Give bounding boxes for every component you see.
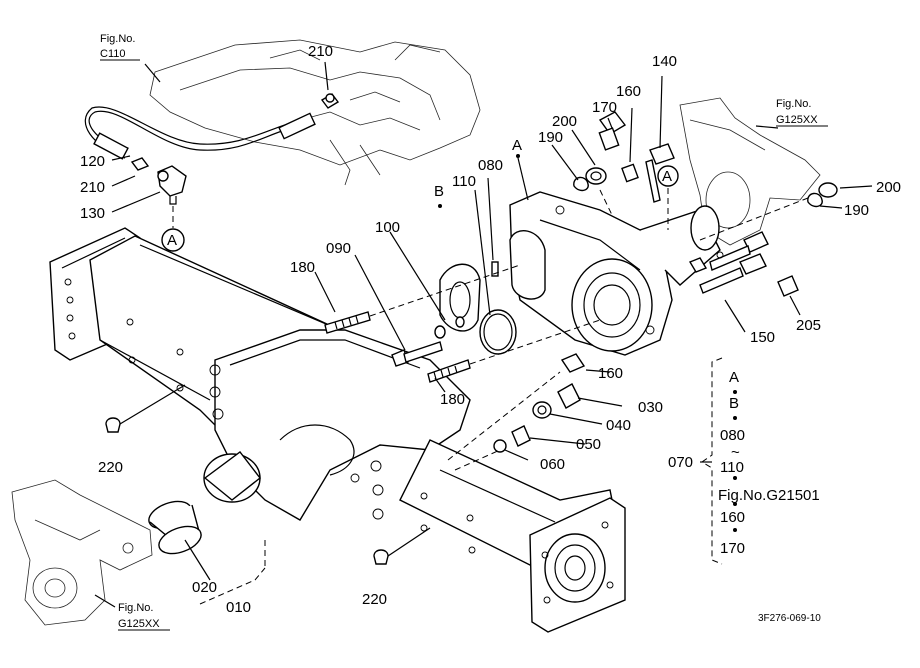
part-label-050: 050 xyxy=(576,436,601,453)
ref-letter-a-plain: A xyxy=(512,137,522,154)
fig-g125-right-line1: Fig.No. xyxy=(776,98,811,110)
transmission-case-outline xyxy=(149,39,481,186)
bushing-020 xyxy=(148,500,202,555)
kit-item-b: B xyxy=(729,395,739,412)
part-label-190-right: 190 xyxy=(844,202,869,219)
figure-ref-g125-right: Fig.No. G125XX xyxy=(776,98,828,127)
part-label-130: 130 xyxy=(80,205,105,222)
part-label-180-upper: 180 xyxy=(290,259,315,276)
breather-170 xyxy=(598,111,627,135)
part-label-010: 010 xyxy=(226,599,251,616)
front-bracket-right xyxy=(679,97,821,246)
part-label-120: 120 xyxy=(80,153,105,170)
right-fasteners xyxy=(688,182,838,297)
part-label-030: 030 xyxy=(638,399,663,416)
seal-components xyxy=(434,261,517,355)
fig-c110-line2: C110 xyxy=(100,48,125,60)
washer-190 xyxy=(573,176,589,192)
part-label-220-bottom: 220 xyxy=(362,591,387,608)
bolt-150a xyxy=(699,267,744,294)
kit-item-160: 160 xyxy=(720,509,745,526)
figure-ref-g125-left: Fig.No. G125XX xyxy=(118,602,170,631)
nut-205 xyxy=(777,275,799,297)
part-label-100: 100 xyxy=(375,219,400,236)
part-label-150: 150 xyxy=(750,329,775,346)
part-label-060: 060 xyxy=(540,456,565,473)
leader-lines xyxy=(94,61,873,608)
part-label-210-top: 210 xyxy=(308,43,333,60)
ref-letter-a-right: A xyxy=(662,168,672,185)
part-label-080: 080 xyxy=(478,157,503,174)
part-number-labels: 210 210 120 130 180 180 090 100 110 080 … xyxy=(80,43,901,616)
part-label-140: 140 xyxy=(652,53,677,70)
differential-cover xyxy=(509,191,721,356)
pin-080 xyxy=(491,261,499,277)
part-label-020: 020 xyxy=(192,579,217,596)
stud-bolt-180a xyxy=(324,311,371,334)
bolt-090 xyxy=(403,341,443,363)
washer-190b xyxy=(807,192,823,208)
collar-160b xyxy=(560,353,586,373)
part-label-200-right: 200 xyxy=(876,179,901,196)
fig-c110-line1: Fig.No. xyxy=(100,33,135,45)
screws-220 xyxy=(105,384,431,565)
oil-seal-100 xyxy=(439,263,481,332)
ref-letter-a-left: A xyxy=(167,232,177,249)
ref-circle-a-left xyxy=(161,228,185,252)
bolts-stud xyxy=(324,264,601,383)
kit-item-fig-g21501: Fig.No.G21501 xyxy=(718,487,820,504)
axle-housing-main xyxy=(49,227,626,633)
oil-pipe-120 xyxy=(84,93,340,171)
bolt-150b xyxy=(709,245,751,271)
kit-item-080: 080 xyxy=(720,427,745,444)
ref-circle-a-right xyxy=(657,165,679,187)
top-fittings xyxy=(573,111,679,230)
part-label-170: 170 xyxy=(592,99,617,116)
figure-ref-c110: Fig.No. C110 xyxy=(100,33,140,61)
kit-item-a: A xyxy=(729,369,739,386)
fig-g125-left-line2: G125XX xyxy=(118,618,160,630)
washer-060 xyxy=(493,439,507,453)
washer-040 xyxy=(532,401,552,419)
lower-right-parts xyxy=(447,353,586,471)
drawing-code: 3F276-069-10 xyxy=(758,613,821,624)
part-label-220-left: 220 xyxy=(98,459,123,476)
part-label-110: 110 xyxy=(452,173,476,190)
collar-160 xyxy=(621,163,639,183)
o-ring-110 xyxy=(479,309,517,355)
front-bracket-left xyxy=(11,479,153,626)
kit-070-list: A B 080 ~ 110 Fig.No.G21501 160 170 xyxy=(718,369,820,557)
part-label-160-lower: 160 xyxy=(598,365,623,382)
part-label-180-lower: 180 xyxy=(440,391,465,408)
part-label-190-top: 190 xyxy=(538,129,563,146)
ref-letter-b-plain: B xyxy=(434,183,444,200)
fig-g125-right-line2: G125XX xyxy=(776,114,818,126)
kit-tilde: ~ xyxy=(731,444,740,461)
fig-g125-left-line1: Fig.No. xyxy=(118,602,153,614)
part-label-040: 040 xyxy=(606,417,631,434)
kit-070-brace xyxy=(700,357,737,565)
kit-item-110: 110 xyxy=(720,459,744,476)
bolt-140 xyxy=(649,143,675,165)
part-label-090: 090 xyxy=(326,240,351,257)
part-label-160-top: 160 xyxy=(616,83,641,100)
washer-200 xyxy=(585,167,607,185)
plug-030 xyxy=(557,383,581,409)
part-label-205: 205 xyxy=(796,317,821,334)
part-label-200-top: 200 xyxy=(552,113,577,130)
plug-050 xyxy=(511,425,531,447)
part-label-210-left: 210 xyxy=(80,179,105,196)
nut-200 xyxy=(818,182,838,198)
kit-item-170: 170 xyxy=(720,540,745,557)
part-label-070: 070 xyxy=(668,454,693,471)
elbow-fitting-130 xyxy=(157,165,187,252)
